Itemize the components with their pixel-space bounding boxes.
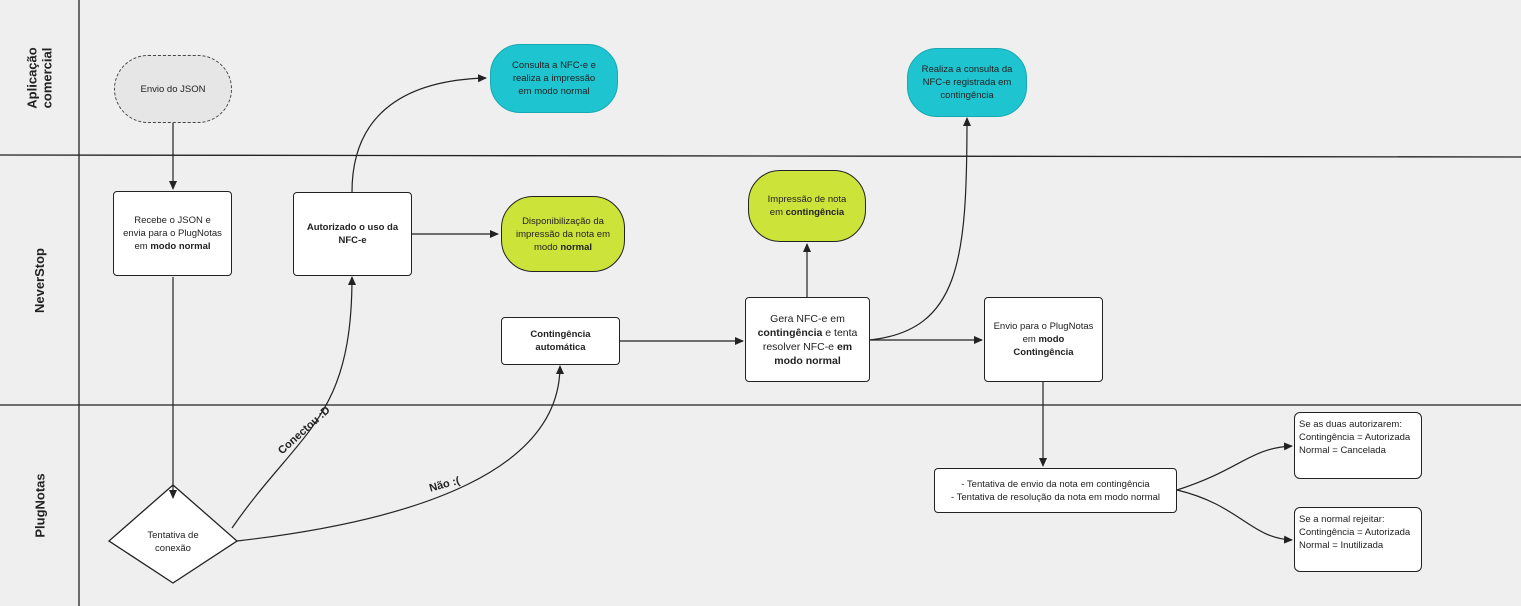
- decision-diamond[interactable]: [107, 484, 239, 584]
- node-tentativa-conexao[interactable]: Tentativa de conexão: [130, 522, 216, 562]
- lane-title-plugnotas: PlugNotas: [0, 405, 80, 606]
- node-gera-nfce-b1: contingência: [757, 326, 823, 339]
- node-disponibilizacao[interactable]: Disponibilização da impressão da nota em…: [501, 196, 625, 272]
- node-impressao-contingencia-pre: Impressão de nota em: [767, 194, 847, 218]
- node-disponibilizacao-pre: Disponibilização da impressão da nota em…: [516, 215, 610, 253]
- node-gera-nfce[interactable]: Gera NFC-e em contingência e tenta resol…: [745, 297, 870, 382]
- edge-nao: [236, 365, 564, 542]
- note-se-a-normal-rejeitar-text: Se a normal rejeitar: Contingência = Auto…: [1299, 513, 1410, 552]
- lane-title-plugnotas-text: PlugNotas: [32, 473, 48, 538]
- node-envio-plugnotas-bold: modo Contingência: [1013, 334, 1074, 358]
- note-autorizarem-line2: Contingência = Autorizada: [1299, 432, 1411, 443]
- node-envio-json-text: Envio do JSON: [140, 83, 206, 95]
- node-gera-nfce-p1: Gera NFC-e em: [770, 312, 845, 325]
- node-impressao-contingencia-text: Impressão de nota em contingência: [761, 193, 853, 219]
- node-impressao-contingencia[interactable]: Impressão de nota em contingência: [748, 170, 866, 242]
- note-rejeitar-line3: Normal = Inutilizada: [1299, 540, 1384, 551]
- lane-divider-top: [0, 154, 1521, 158]
- node-tentativas[interactable]: - Tentativa de envio da nota em contingê…: [934, 468, 1177, 513]
- note-se-as-duas-autorizarem-text: Se as duas autorizarem: Contingência = Au…: [1299, 418, 1410, 457]
- node-envio-json[interactable]: Envio do JSON: [114, 55, 232, 123]
- edge-tentativas-to-autorizarem: [1176, 442, 1293, 491]
- node-envio-plugnotas-pre: Envio para o PlugNotas em: [993, 321, 1094, 345]
- lane-title-aplicacao-comercial: Aplicação comercial: [0, 0, 80, 155]
- note-autorizarem-line3: Normal = Cancelada: [1299, 445, 1386, 456]
- node-recebe-json[interactable]: Recebe o JSON e envia para o PlugNotas e…: [113, 191, 232, 276]
- node-disponibilizacao-text: Disponibilização da impressão da nota em…: [514, 215, 612, 254]
- note-rejeitar-line2: Contingência = Autorizada: [1299, 527, 1411, 538]
- edge-autorizado-to-consulta: [351, 74, 487, 193]
- node-envio-plugnotas-text: Envio para o PlugNotas em modo Contingên…: [993, 320, 1094, 359]
- lane-title-aplicacao-comercial-text: Aplicação comercial: [24, 46, 55, 109]
- node-tentativa-conexao-text: Tentativa de conexão: [147, 530, 199, 554]
- lane-title-neverstop: NeverStop: [0, 156, 80, 405]
- edge-tentativas-to-rejeitar: [1176, 489, 1293, 544]
- node-consulta-normal-text: Consulta a NFC-e e realiza a impressão e…: [512, 60, 596, 97]
- node-impressao-contingencia-bold: contingência: [785, 207, 845, 218]
- lane-title-neverstop-text: NeverStop: [32, 247, 48, 314]
- node-consulta-normal[interactable]: Consulta a NFC-e e realiza a impressão e…: [490, 44, 618, 113]
- node-contingencia-automatica-text: Contingência automática: [530, 329, 591, 353]
- node-autorizado[interactable]: Autorizado o uso da NFC-e: [293, 192, 412, 276]
- node-autorizado-text: Autorizado o uso da NFC-e: [306, 222, 399, 246]
- note-rejeitar-line1: Se a normal rejeitar:: [1299, 514, 1385, 525]
- node-consulta-contingencia[interactable]: Realiza a consulta da NFC-e registrada e…: [907, 48, 1027, 117]
- node-gera-nfce-text: Gera NFC-e em contingência e tenta resol…: [752, 312, 863, 368]
- node-tentativas-line1: - Tentativa de envio da nota em contingê…: [961, 478, 1150, 490]
- node-recebe-json-text: Recebe o JSON e envia para o PlugNotas e…: [122, 214, 223, 253]
- note-se-a-normal-rejeitar[interactable]: Se a normal rejeitar: Contingência = Auto…: [1294, 507, 1422, 572]
- node-recebe-json-pre: Recebe o JSON e envia para o PlugNotas e…: [123, 215, 222, 252]
- edge-gera-to-consulta-contingencia: [869, 117, 971, 341]
- node-consulta-contingencia-text: Realiza a consulta da NFC-e registrada e…: [921, 64, 1013, 101]
- note-autorizarem-line1: Se as duas autorizarem:: [1299, 419, 1402, 430]
- edge-conectou: [231, 276, 356, 529]
- node-tentativas-line2: - Tentativa de resolução da nota em modo…: [951, 491, 1160, 503]
- node-gera-nfce-b2: em modo normal: [774, 340, 853, 367]
- node-gera-nfce-p2: e tenta resolver NFC-e: [762, 326, 858, 353]
- node-tentativas-text: - Tentativa de envio da nota em contingê…: [951, 478, 1160, 504]
- node-envio-plugnotas[interactable]: Envio para o PlugNotas em modo Contingên…: [984, 297, 1103, 382]
- note-se-as-duas-autorizarem[interactable]: Se as duas autorizarem: Contingência = Au…: [1294, 412, 1422, 479]
- node-recebe-json-bold: modo normal: [150, 241, 211, 252]
- node-contingencia-automatica[interactable]: Contingência automática: [501, 317, 620, 365]
- node-disponibilizacao-bold: normal: [560, 241, 593, 253]
